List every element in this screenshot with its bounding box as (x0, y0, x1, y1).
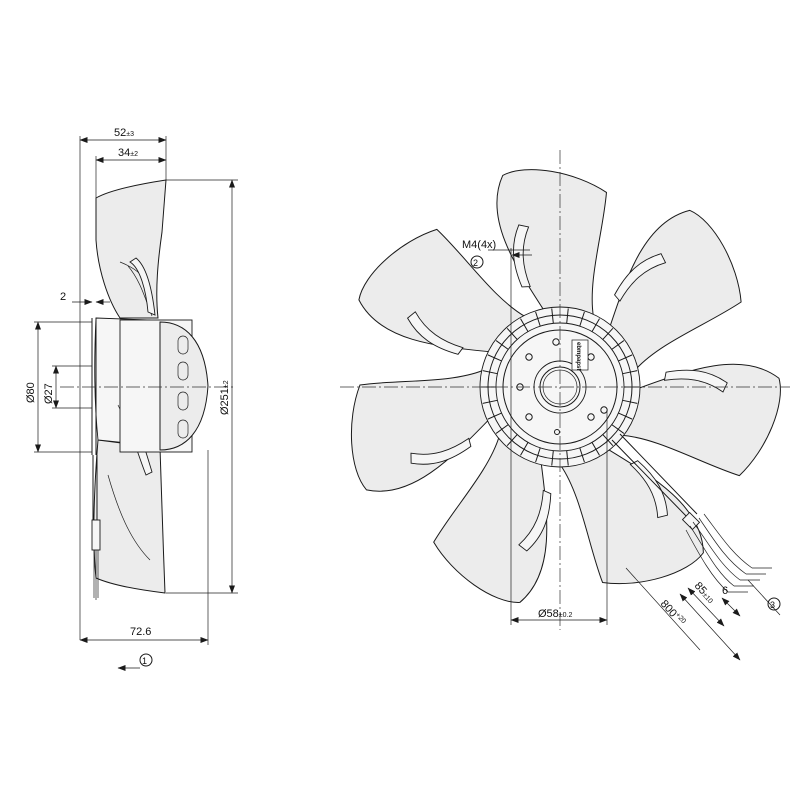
hub-fin (622, 370, 638, 375)
hub-slots (177, 335, 189, 439)
hub-fin (618, 354, 633, 362)
hub-fin (495, 424, 509, 434)
hub-fin (611, 340, 625, 350)
dim-hole-circle: Ø58±0.2 (538, 608, 572, 620)
hub-fin (551, 308, 554, 324)
fan-blade (496, 169, 607, 317)
dim-strip-length: 85±10 (692, 580, 717, 606)
hub-fin (579, 447, 585, 463)
side-view: 52±3 34±2 2 Ø80 Ø27 Ø251±2 72.6 1 (25, 127, 238, 671)
hub-fin (602, 434, 614, 447)
hub-fin (579, 311, 585, 327)
dim-offset: 2 (60, 291, 66, 303)
hub-fin (506, 434, 518, 447)
hub-fin (487, 354, 502, 362)
hub-fin (551, 450, 554, 466)
hub-fin (611, 424, 625, 434)
fan-blades (350, 169, 781, 603)
thread-label: M4(4x) (462, 239, 496, 251)
dim-width-blade: 34±2 (118, 147, 138, 159)
hub-fin (622, 399, 638, 404)
hub-fin (506, 327, 518, 340)
callout-1 (139, 653, 153, 667)
hub-fin (591, 318, 600, 332)
front-view: ebmpapst M4(4x) 2 Ø58±0.2 (340, 150, 790, 661)
dim-wire-strip: 6 (722, 585, 728, 597)
dim-fan-diameter: Ø251±2 (219, 380, 231, 415)
side-blade-lower (93, 439, 166, 594)
callout-3 (767, 597, 781, 611)
hub-fin (495, 340, 509, 350)
hub-fin (591, 442, 600, 456)
hub-fin (566, 450, 569, 466)
hub-fin (602, 327, 614, 340)
fan-blade (358, 228, 527, 355)
svg-text:2: 2 (473, 258, 478, 268)
fan-blade (559, 447, 704, 585)
brand-label: ebmpapst (571, 339, 589, 371)
dim-mount-depth: 72.6 (130, 626, 151, 638)
fan-blade (350, 369, 491, 492)
hub-fin (520, 318, 529, 332)
hub-fin (520, 442, 529, 456)
hub-fin (482, 399, 498, 404)
power-cable (611, 433, 772, 593)
svg-text:1: 1 (142, 656, 147, 666)
fan-blade (433, 435, 552, 603)
hub-fin (535, 447, 541, 463)
hub-fins (481, 308, 639, 466)
side-blade-upper (95, 179, 167, 319)
fan-blade (608, 209, 742, 370)
hub-fin (618, 412, 633, 420)
hub-fin (487, 412, 502, 420)
hub-fin (535, 311, 541, 327)
svg-text:3: 3 (770, 600, 775, 610)
fan-blade (620, 363, 781, 477)
callout-2 (470, 255, 484, 269)
dim-shaft: Ø27 (43, 383, 55, 404)
dim-hub-outer: Ø80 (25, 382, 37, 403)
dim-width-overall: 52±3 (114, 127, 134, 139)
dim-cable-length: 800+20 (658, 598, 687, 629)
hub-fin (566, 308, 569, 324)
hub-fin (482, 370, 498, 375)
svg-text:ebmpapst: ebmpapst (575, 342, 581, 370)
